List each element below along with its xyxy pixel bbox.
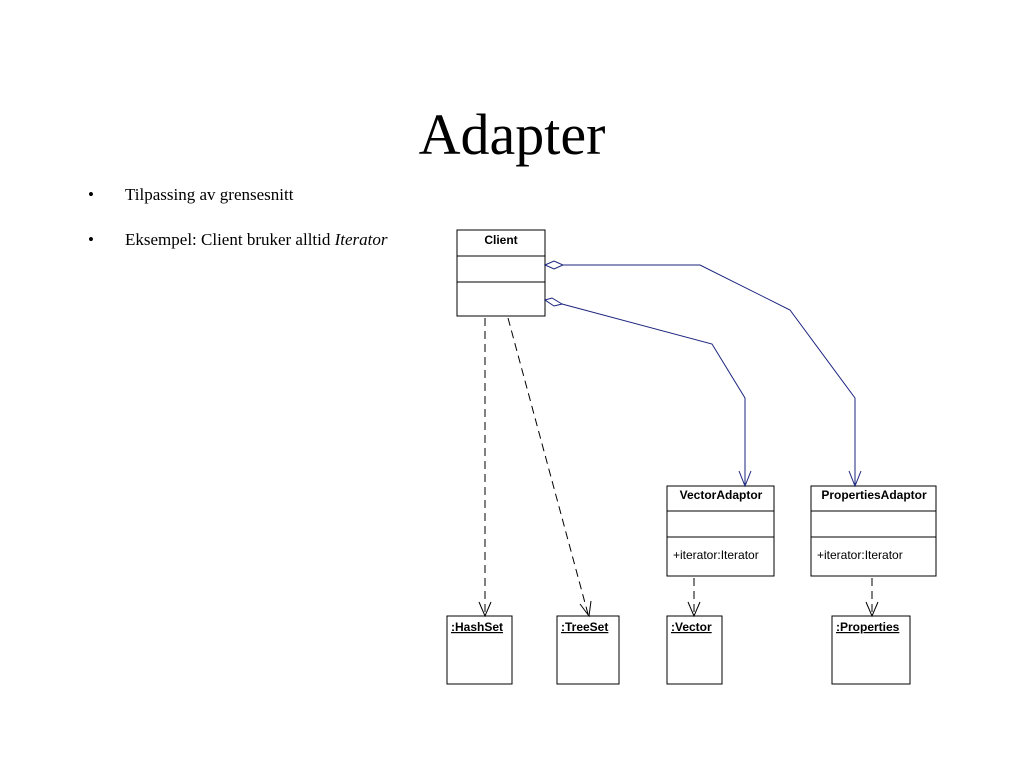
bullet-icon: •	[88, 230, 94, 249]
dependency-vector-adaptor-vector	[687, 578, 701, 618]
association-client-vector-adaptor	[543, 297, 752, 488]
object-properties: :Properties	[831, 615, 911, 685]
object-hashset-name: :HashSet	[451, 620, 503, 634]
properties-adaptor-class-box	[810, 485, 937, 577]
vector-adaptor-class: VectorAdaptor +iterator:Iterator	[666, 485, 775, 577]
association-client-properties-adaptor	[543, 260, 862, 488]
client-class: Client	[456, 229, 546, 317]
properties-adaptor-operation: +iterator:Iterator	[817, 548, 903, 562]
bullet-item: • Eksempel: Client bruker alltid Iterato…	[88, 228, 388, 252]
object-vector-name: :Vector	[671, 620, 712, 634]
dependency-client-treeset	[507, 317, 592, 618]
bullet-icon: •	[88, 185, 94, 204]
properties-adaptor-class: PropertiesAdaptor +iterator:Iterator	[810, 485, 937, 577]
association-line	[561, 303, 746, 484]
arrowhead-icon	[865, 601, 879, 618]
arrowhead-icon	[478, 601, 492, 618]
object-hashset: :HashSet	[446, 615, 513, 685]
object-properties-box	[831, 615, 911, 685]
aggregation-diamond-icon	[543, 260, 565, 270]
object-treeset: :TreeSet	[556, 615, 620, 685]
arrowhead-icon	[848, 470, 862, 488]
dependency-client-hashset	[478, 318, 492, 618]
dependency-properties-adaptor-properties	[865, 578, 879, 618]
object-vector: :Vector	[666, 615, 723, 685]
vector-adaptor-operation: +iterator:Iterator	[673, 548, 759, 562]
aggregation-diamond-icon	[543, 297, 564, 307]
bullet-text-italic: Iterator	[334, 230, 388, 249]
object-properties-name: :Properties	[836, 620, 900, 634]
client-class-box	[456, 229, 546, 317]
object-treeset-box	[556, 615, 620, 685]
object-treeset-name: :TreeSet	[561, 620, 608, 634]
bullet-text: Eksempel: Client bruker alltid	[125, 230, 335, 249]
object-hashset-box	[446, 615, 513, 685]
vector-adaptor-class-box	[666, 485, 775, 577]
association-line	[563, 264, 856, 484]
bullet-item: • Tilpassing av grensesnitt	[88, 183, 388, 207]
arrowhead-icon	[738, 470, 752, 488]
vector-adaptor-class-name: VectorAdaptor	[680, 488, 763, 502]
slide-title: Adapter	[418, 102, 606, 167]
bullet-text: Tilpassing av grensesnitt	[125, 185, 294, 204]
dependency-line	[507, 317, 589, 615]
properties-adaptor-class-name: PropertiesAdaptor	[821, 488, 927, 502]
arrowhead-icon	[687, 601, 701, 618]
client-class-name: Client	[484, 233, 517, 247]
object-vector-box	[666, 615, 723, 685]
bullet-list: • Tilpassing av grensesnitt • Eksempel: …	[88, 183, 388, 252]
arrowhead-icon	[579, 600, 592, 618]
